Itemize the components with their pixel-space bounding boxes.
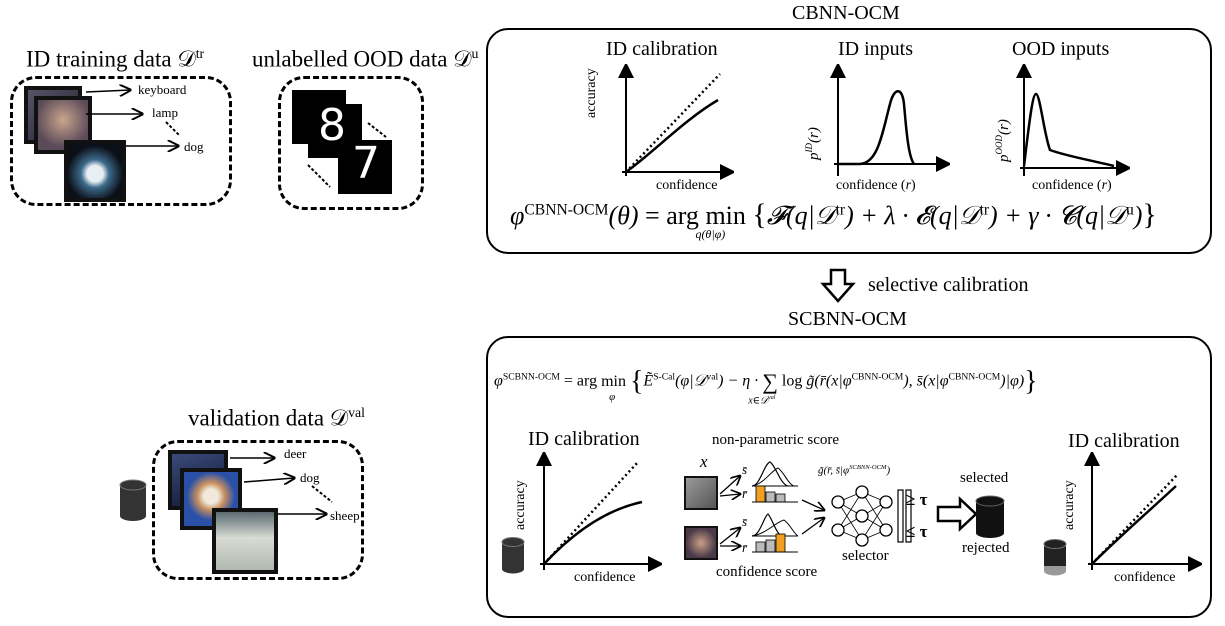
database-icon bbox=[501, 537, 525, 574]
scbnn-right-plot-xlabel: confidence bbox=[1114, 570, 1176, 585]
cbnn-plot1-ylabel: accuracy bbox=[584, 68, 599, 118]
selector-network-icon bbox=[831, 485, 912, 547]
scbnn-left-calibration-plot bbox=[536, 452, 662, 572]
ood-digit-7: 7 bbox=[352, 138, 380, 189]
id-train-title: ID training data 𝒟tr bbox=[26, 46, 205, 72]
val-box bbox=[152, 440, 364, 580]
right-arrow-icon bbox=[936, 496, 978, 532]
scbnn-left-plot-title: ID calibration bbox=[528, 428, 640, 450]
s-bar-label-1: s̄ bbox=[742, 462, 748, 477]
score-image-2 bbox=[684, 526, 718, 560]
val-title: validation data 𝒟val bbox=[188, 405, 365, 431]
cbnn-plot2-title: ID inputs bbox=[838, 38, 913, 60]
r-bar-label-2: r̄ bbox=[742, 540, 748, 555]
val-label-deer: deer bbox=[284, 446, 307, 461]
selective-calibration-label: selective calibration bbox=[868, 274, 1029, 296]
train-label-dog: dog bbox=[184, 139, 204, 154]
selector-label: selector bbox=[842, 548, 889, 564]
scbnn-left-plot-ylabel: accuracy bbox=[513, 480, 528, 530]
le-tau-label: ≤ τ bbox=[906, 522, 928, 541]
ood-image-7 bbox=[338, 140, 392, 194]
nonparam-score-label: non-parametric score bbox=[712, 432, 840, 448]
cbnn-id-inputs-plot bbox=[830, 64, 950, 176]
val-arrows bbox=[230, 448, 333, 528]
score-image-1 bbox=[684, 476, 718, 510]
scbnn-title: SCBNN-OCM bbox=[788, 308, 907, 330]
ood-box bbox=[278, 76, 424, 210]
scbnn-right-plot-title: ID calibration bbox=[1068, 430, 1180, 452]
scbnn-right-plot-ylabel: accuracy bbox=[1062, 480, 1077, 530]
scbnn-panel bbox=[486, 336, 1212, 618]
cbnn-plot3-title: OOD inputs bbox=[1012, 38, 1110, 60]
cbnn-plot2-xlabel: confidence (r) bbox=[836, 178, 916, 193]
id-train-arrows bbox=[85, 80, 181, 160]
cbnn-plot3-ylabel: pOOD(r) bbox=[994, 119, 1012, 162]
confidence-score-label: confidence score bbox=[716, 564, 818, 580]
val-image-sheep bbox=[212, 508, 278, 574]
score-flow bbox=[719, 461, 828, 553]
cbnn-calibration-plot bbox=[618, 64, 734, 180]
ood-dashes bbox=[307, 122, 387, 188]
selected-database-icon bbox=[975, 495, 1005, 538]
train-label-lamp: lamp bbox=[152, 105, 178, 120]
database-icon bbox=[119, 479, 147, 521]
down-arrow-icon bbox=[820, 268, 856, 303]
cbnn-panel bbox=[486, 28, 1212, 254]
s-bar-label-2: s̄ bbox=[742, 514, 748, 529]
train-image-dog bbox=[64, 140, 126, 202]
ood-title: unlabelled OOD data 𝒟u bbox=[252, 46, 479, 72]
rejected-label: rejected bbox=[962, 540, 1010, 556]
g-selector-label: g̃(r̄, s̄|φSCBNN-OCM) bbox=[818, 464, 891, 477]
val-label-sheep: sheep bbox=[330, 508, 360, 523]
val-label-dog: dog bbox=[300, 470, 320, 485]
cbnn-plot3-xlabel: confidence (r) bbox=[1032, 178, 1112, 193]
database-icon bbox=[1043, 539, 1067, 576]
cbnn-title: CBNN-OCM bbox=[792, 2, 900, 24]
cbnn-ood-inputs-plot bbox=[1016, 64, 1130, 176]
selected-label: selected bbox=[960, 470, 1009, 486]
cbnn-plot2-ylabel: pID(r) bbox=[804, 127, 822, 160]
id-train-box bbox=[10, 76, 232, 206]
r-bar-label-1: r̄ bbox=[742, 486, 748, 501]
x-input-label: x bbox=[700, 452, 708, 471]
scbnn-right-calibration-plot bbox=[1084, 452, 1202, 572]
scbnn-left-plot-xlabel: confidence bbox=[574, 570, 636, 585]
cbnn-plot1-xlabel: confidence bbox=[656, 178, 718, 193]
cbnn-plot1-title: ID calibration bbox=[606, 38, 718, 60]
ge-tau-label: ≥ τ bbox=[906, 490, 928, 509]
train-label-keyboard: keyboard bbox=[138, 82, 187, 97]
